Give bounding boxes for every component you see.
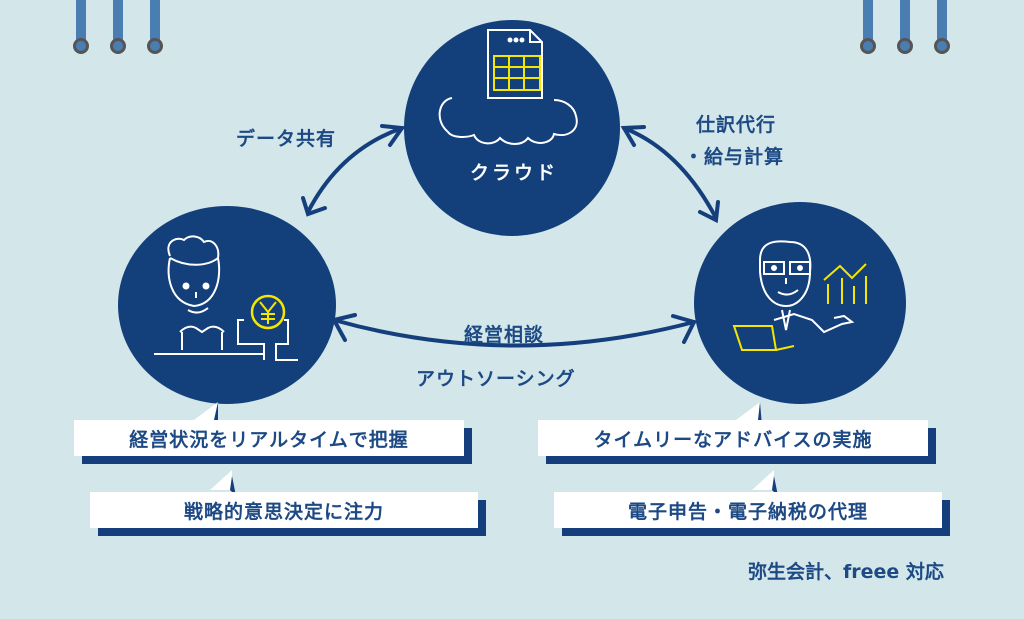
label-management-consulting: 経営相談 [464, 324, 545, 346]
callout-e-filing: 電子申告・電子納税の代理 [554, 492, 942, 528]
callout-tail-left-2 [210, 470, 232, 490]
callout-tail-right-2-shadow [772, 476, 778, 496]
arrowhead-client-accountant-right [671, 314, 697, 344]
cloud-spreadsheet-icon [438, 29, 578, 145]
arrowhead-client-cloud-bottom [301, 196, 327, 217]
pin-left-3 [150, 0, 160, 44]
label-outsourcing: アウトソーシング [416, 368, 576, 390]
businessman-with-yen-icon [154, 235, 298, 361]
pin-right-3 [937, 0, 947, 44]
pin-right-1 [863, 0, 873, 44]
callout-realtime-status: 経営状況をリアルタイムで把握 [74, 420, 464, 456]
pin-right-2 [900, 0, 910, 44]
pin-head-right-2 [897, 38, 913, 54]
accountant-with-chart-icon [732, 240, 867, 351]
arrow-client-cloud [306, 126, 404, 214]
callout-tail-left-1 [194, 402, 218, 420]
callout-tail-right-1 [736, 402, 760, 420]
accountant-node [694, 202, 906, 404]
arrowhead-client-cloud-top [380, 124, 406, 147]
pin-left-1 [76, 0, 86, 44]
pin-head-right-1 [860, 38, 876, 54]
pin-left-2 [113, 0, 123, 44]
pin-head-right-3 [934, 38, 950, 54]
callout-tail-left-2-shadow [230, 476, 236, 496]
pin-head-left-3 [147, 38, 163, 54]
arrowhead-cloud-accountant-top [620, 125, 646, 147]
cloud-node: クラウド [404, 20, 620, 236]
callout-timely-advice: タイムリーなアドバイスの実施 [538, 420, 928, 456]
pin-head-left-1 [73, 38, 89, 54]
label-payroll: ・給与計算 [684, 146, 785, 168]
cloud-label: クラウド [470, 162, 559, 184]
arrowhead-cloud-accountant-bottom [698, 200, 720, 224]
client-node [118, 206, 336, 404]
label-data-sharing: データ共有 [236, 128, 337, 150]
software-support-note: 弥生会計、freee 対応 [748, 561, 944, 583]
arrow-client-accountant [332, 318, 696, 348]
pin-head-left-2 [110, 38, 126, 54]
callout-strategic-decisions: 戦略的意思決定に注力 [90, 492, 478, 528]
arrow-cloud-accountant [622, 126, 718, 220]
label-journal-entry: 仕訳代行 [696, 114, 777, 136]
callout-tail-right-2 [752, 470, 774, 490]
